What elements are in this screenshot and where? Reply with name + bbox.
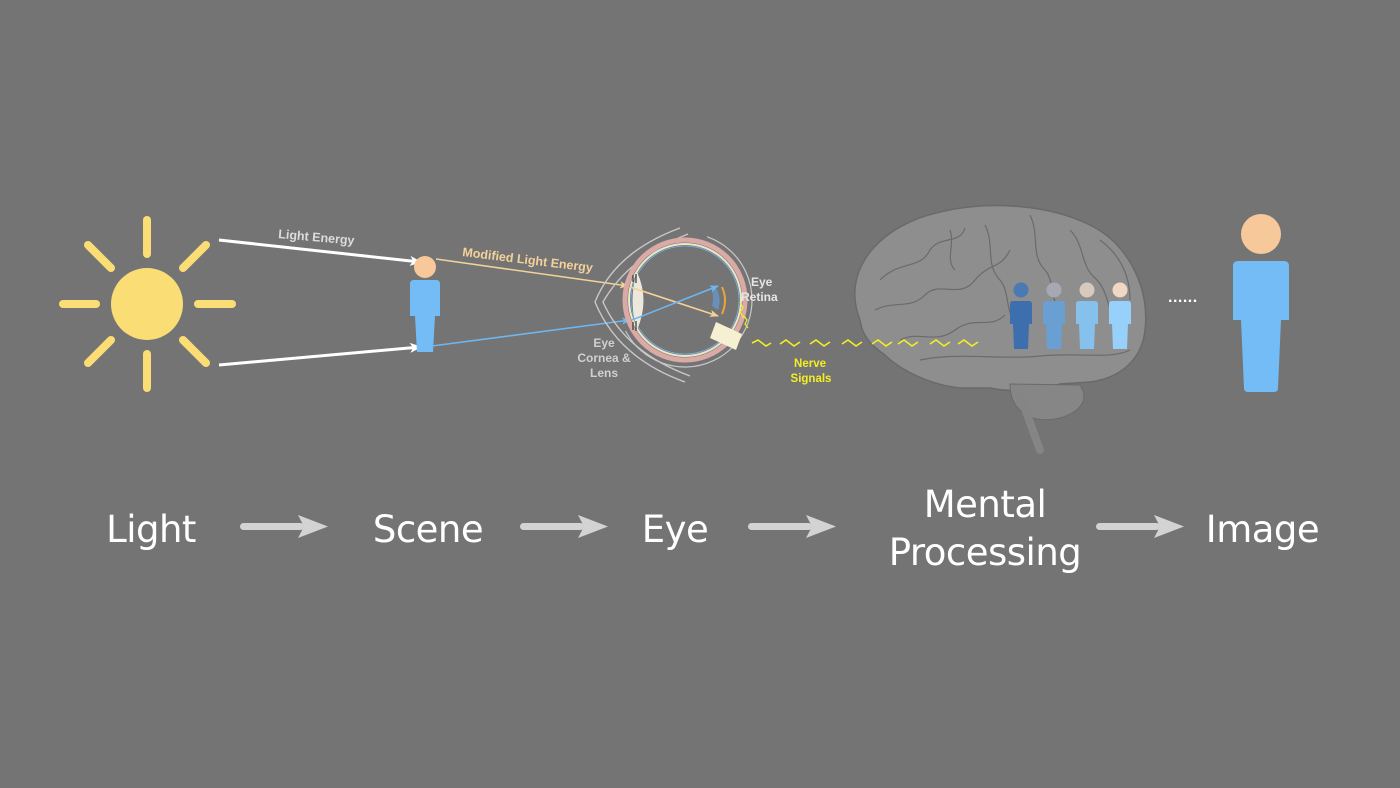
brain-figure-body [1076, 301, 1098, 349]
brain-figure-head [1079, 282, 1095, 298]
ellipsis-dots: ...... [1168, 289, 1198, 306]
stage-label-scene: Scene [372, 508, 484, 551]
nerve-signals-label-line2: Signals [791, 373, 832, 385]
internal-modified-ray [629, 286, 719, 317]
light-energy-ray-bottom [218, 342, 422, 367]
stage-label-mental: Mental [923, 483, 1047, 526]
eye-cornea-lens-label-line2: Cornea & [577, 351, 631, 365]
scene-person-icon [410, 256, 440, 352]
brain-figures-group [1010, 282, 1131, 349]
stage-label-eye: Eye [641, 508, 709, 551]
eye-cornea-lens-label-line1: Eye [593, 336, 615, 350]
modified-light-energy-label: Modified Light Energy [462, 245, 594, 275]
nerve-signals-zigzag [751, 339, 979, 347]
brain-figure-head [1112, 282, 1128, 298]
flow-arrow-light-to-scene [240, 515, 328, 538]
brain-figure-head [1046, 282, 1062, 298]
light-energy-ray-top [218, 238, 422, 266]
sun-icon [59, 216, 236, 392]
eye-retina-label-line2: Retina [741, 290, 778, 304]
internal-blue-ray [631, 285, 719, 321]
brain-figure-icon [1076, 282, 1098, 349]
brain-figure-icon [1109, 282, 1131, 349]
brain-icon [854, 204, 1147, 454]
flow-arrow-processing-to-image [1096, 515, 1184, 538]
scene-to-eye-blue-ray [431, 317, 631, 347]
eye-anatomy-icon [594, 227, 753, 383]
flow-arrow-scene-to-eye [520, 515, 608, 538]
brain-figure-head [1013, 282, 1029, 298]
eye-cornea-lens-label-line3: Lens [590, 366, 618, 380]
modified-light-ray [435, 258, 629, 289]
eye-retina-label-line1: Eye [751, 275, 773, 289]
nerve-signals-label-line1: Nerve [794, 358, 826, 370]
brain-figure-body [1010, 301, 1032, 349]
stage-label-processing: Processing [888, 531, 1082, 574]
brain-figure-icon [1010, 282, 1032, 349]
brain-figure-body [1043, 301, 1065, 349]
flow-arrow-eye-to-processing [748, 515, 836, 538]
stage-label-light: Light [106, 508, 196, 551]
final-image-person-icon [1233, 214, 1289, 392]
stage-label-image: Image [1205, 508, 1320, 551]
brain-figure-body [1109, 301, 1131, 349]
brain-figure-icon [1043, 282, 1065, 349]
light-energy-label: Light Energy [278, 227, 355, 248]
sun-disc [111, 268, 183, 340]
sun-rays [59, 216, 236, 392]
